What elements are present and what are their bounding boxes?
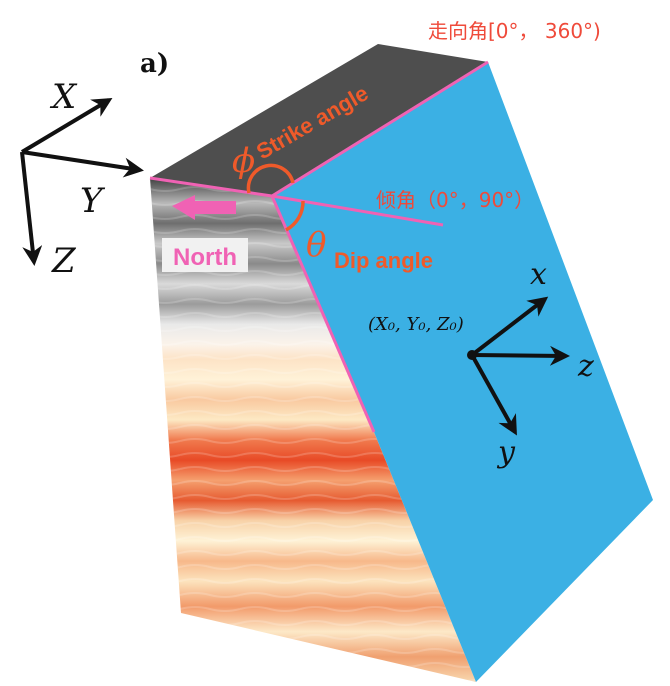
global-y-label: Y	[80, 181, 106, 221]
local-y-label: y	[496, 435, 516, 470]
dip-angle-arc	[285, 200, 305, 232]
dip-symbol: θ	[306, 225, 326, 265]
strike-range-label: 走向角[0°， 360°)	[428, 19, 601, 43]
origin-point	[467, 350, 477, 360]
dip-range-label: 倾角（0°，90°）	[376, 188, 534, 212]
north-label-box	[162, 238, 248, 272]
north-arrow-icon	[172, 195, 236, 220]
global-x-label: X	[49, 77, 78, 117]
local-x-label: x	[530, 257, 547, 292]
north-label: North	[173, 244, 237, 271]
panel-label: a)	[140, 49, 169, 79]
global-z-axis	[20, 151, 43, 266]
fault-block	[150, 44, 653, 682]
global-axes	[20, 97, 144, 266]
local-y-axis	[470, 354, 517, 436]
strike-angle-arc	[246, 163, 295, 194]
dip-reference-line	[271, 194, 444, 227]
fault-plane	[272, 62, 653, 682]
fault-dip-line	[270, 195, 376, 433]
strike-line	[271, 60, 489, 198]
global-x-axis	[20, 97, 113, 154]
global-z-label: Z	[51, 241, 77, 281]
global-y-axis	[21, 150, 144, 178]
top-face	[150, 44, 488, 196]
local-axes	[470, 296, 570, 436]
origin-label: (X₀, Y₀, Z₀)	[368, 314, 464, 335]
strike-symbol: ϕ	[232, 141, 255, 181]
pink-reference-lines	[149, 60, 489, 433]
strata-texture	[150, 178, 476, 682]
local-z-axis	[471, 345, 570, 366]
local-x-axis	[470, 296, 549, 357]
north-indicator: North	[162, 195, 248, 272]
dip-angle-label: Dip angle	[334, 248, 433, 273]
local-z-label: z	[577, 349, 594, 384]
top-edge-line	[149, 176, 273, 198]
